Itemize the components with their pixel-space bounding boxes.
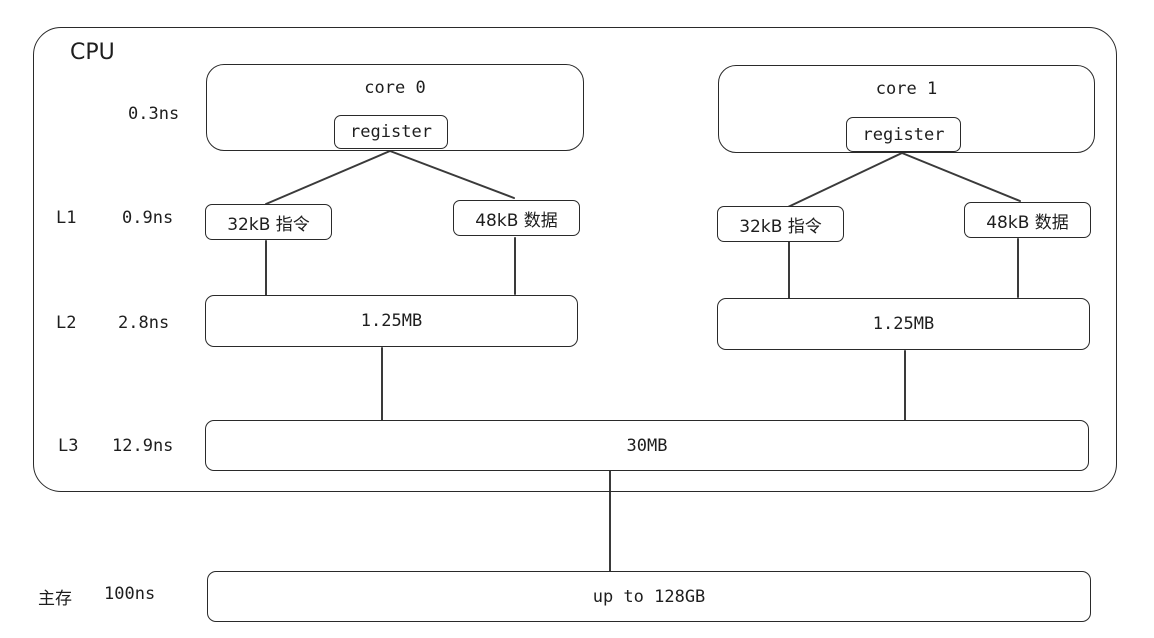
main-memory-label: 主存 [38, 589, 72, 609]
core-0-l1-instruction-cache: 32kB 指令 [205, 204, 332, 240]
core-1-label: core 1 [875, 79, 938, 99]
core-1-l2-cache: 1.25MB [717, 298, 1090, 350]
l3-cache: 30MB [205, 420, 1089, 471]
core-0-label: core 0 [364, 78, 426, 98]
l1-level-label: L1 [56, 208, 77, 228]
core-1-l2-label: 1.25MB [872, 314, 935, 334]
core-1-l1-instruction-cache: 32kB 指令 [717, 206, 844, 242]
core-0-l1-data-label: 48kB 数据 [475, 210, 558, 231]
core-0-register: register [334, 115, 448, 149]
core-1-register-label: register [862, 124, 945, 145]
core-0-register-label: register [350, 122, 432, 142]
core-1-l1-data-cache: 48kB 数据 [964, 202, 1091, 238]
l3-latency: 12.9ns [112, 436, 174, 456]
core-1-l1-instruction-label: 32kB 指令 [739, 216, 822, 237]
l3-cache-label: 30MB [626, 435, 668, 456]
core-0-l1-instruction-label: 32kB 指令 [227, 214, 310, 235]
l2-latency: 2.8ns [118, 313, 170, 333]
l1-latency: 0.9ns [122, 208, 174, 228]
core-0-box: core 0 [206, 64, 584, 151]
main-memory-capacity: up to 128GB [592, 586, 706, 607]
core-1-register: register [846, 117, 961, 152]
core-0-l2-label: 1.25MB [360, 311, 423, 331]
main-memory-box: up to 128GB [207, 571, 1091, 622]
l3-level-label: L3 [58, 436, 79, 456]
cpu-frame [33, 27, 1117, 492]
core-0-l2-cache: 1.25MB [205, 295, 578, 347]
core-1-l1-data-label: 48kB 数据 [986, 212, 1069, 233]
l2-level-label: L2 [56, 313, 77, 333]
cpu-title: CPU [70, 40, 115, 65]
main-memory-latency: 100ns [104, 584, 156, 604]
core-0-l1-data-cache: 48kB 数据 [453, 200, 580, 236]
register-latency: 0.3ns [128, 104, 180, 124]
